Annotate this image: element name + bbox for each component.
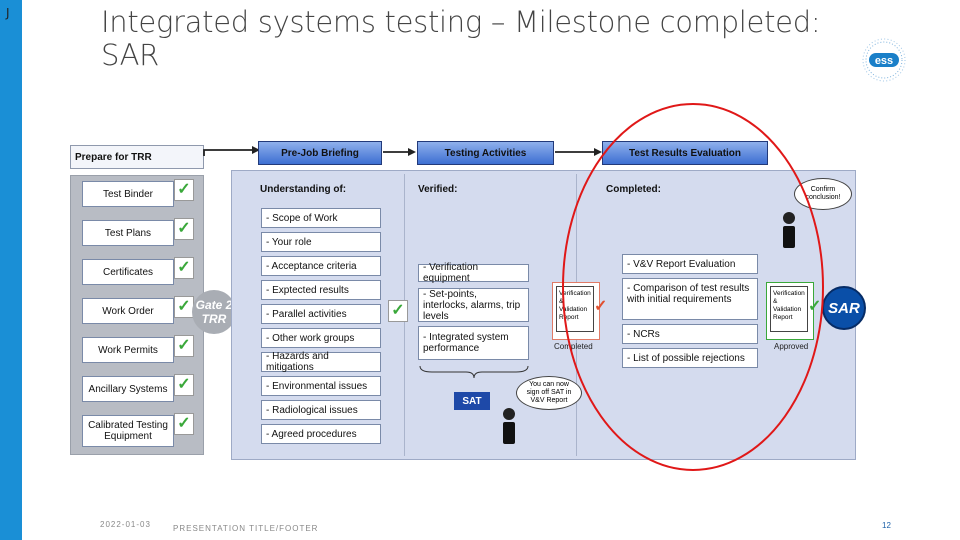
flow-arrows: [203, 146, 602, 156]
prepare-item: Work Order: [82, 298, 174, 324]
check-icon: ✓: [174, 296, 194, 318]
report-doc-approved: Verification & Validation Report: [770, 286, 808, 332]
check-icon: ✓: [388, 300, 408, 322]
footer-date: 2022-01-03: [100, 520, 151, 529]
check-icon: ✓: [808, 298, 822, 315]
check-icon: ✓: [174, 257, 194, 279]
slide-title: Integrated systems testing – Milestone c…: [101, 5, 821, 72]
person-icon: [783, 212, 795, 248]
ess-logo: ess: [862, 38, 906, 82]
check-icon: ✓: [174, 179, 194, 201]
person-icon: [503, 408, 515, 444]
understanding-item: - Your role: [261, 232, 381, 252]
prepare-trr-header: Prepare for TRR: [70, 145, 204, 169]
phase-test-results-evaluation: Test Results Evaluation: [602, 141, 768, 165]
phase-pre-job-briefing: Pre-Job Briefing: [258, 141, 382, 165]
completed-item: - Comparison of test results with initia…: [622, 278, 758, 320]
understanding-item: - Radiological issues: [261, 400, 381, 420]
check-icon: ✓: [174, 335, 194, 357]
gate-sublabel: TRR: [201, 312, 227, 326]
logo-dots-ring: [862, 38, 906, 82]
corner-mark: J: [6, 6, 10, 20]
prepare-item: Test Plans: [82, 220, 174, 246]
completed-header: Completed:: [606, 184, 661, 195]
understanding-item: - Agreed procedures: [261, 424, 381, 444]
logo-text: ess: [875, 55, 893, 67]
understanding-header: Understanding of:: [260, 184, 347, 195]
understanding-item: - Acceptance criteria: [261, 256, 381, 276]
completed-item: - V&V Report Evaluation: [622, 254, 758, 274]
completed-item: - List of possible rejections: [622, 348, 758, 368]
report-completed-label: Completed: [554, 342, 593, 351]
verified-item: - Integrated system performance: [418, 326, 529, 360]
verified-item: - Set-points, interlocks, alarms, trip l…: [418, 288, 529, 322]
understanding-item: - Scope of Work: [261, 208, 381, 228]
check-icon: ✓: [174, 413, 194, 435]
completed-item: - NCRs: [622, 324, 758, 344]
bracket-brace: [419, 365, 529, 379]
understanding-item: - Exptected results: [261, 280, 381, 300]
highlight-ellipse: [562, 103, 824, 471]
prepare-item: Calibrated Testing Equipment: [82, 415, 174, 447]
prepare-item: Test Binder: [82, 181, 174, 207]
logo-pill: [869, 53, 899, 67]
report-approved-label: Approved: [774, 342, 809, 351]
gate-label: Gate 2: [195, 298, 233, 312]
check-icon: ✓: [174, 374, 194, 396]
phase-testing-activities: Testing Activities: [417, 141, 554, 165]
speech-bubble-sign-off: You can now sign off SAT in V&V Report: [516, 376, 582, 410]
understanding-item: - Parallel activities: [261, 304, 381, 324]
speech-bubble-confirm: Confirm conclusion!: [794, 178, 852, 210]
check-icon: ✓: [174, 218, 194, 240]
left-accent-bar: [0, 0, 22, 540]
check-icon: ✓: [594, 298, 608, 315]
gate-2-trr-badge: Gate 2 TRR: [192, 290, 236, 334]
verified-item: - Verification equipment: [418, 262, 529, 284]
verified-header: Verified:: [418, 184, 458, 195]
prepare-item: Ancillary Systems: [82, 376, 174, 402]
prepare-item: Certificates: [82, 259, 174, 285]
page-number: 12: [882, 521, 891, 530]
footer-presentation-title: PRESENTATION TITLE/FOOTER: [173, 524, 319, 533]
understanding-item: - Hazards and mitigations: [261, 351, 381, 373]
milestone-diagram: Prepare for TRR Test Binder✓Test Plans✓C…: [66, 103, 866, 471]
understanding-item: - Environmental issues: [261, 376, 381, 396]
prepare-item: Work Permits: [82, 337, 174, 363]
sat-badge: SAT: [454, 392, 490, 410]
understanding-item: - Other work groups: [261, 328, 381, 348]
